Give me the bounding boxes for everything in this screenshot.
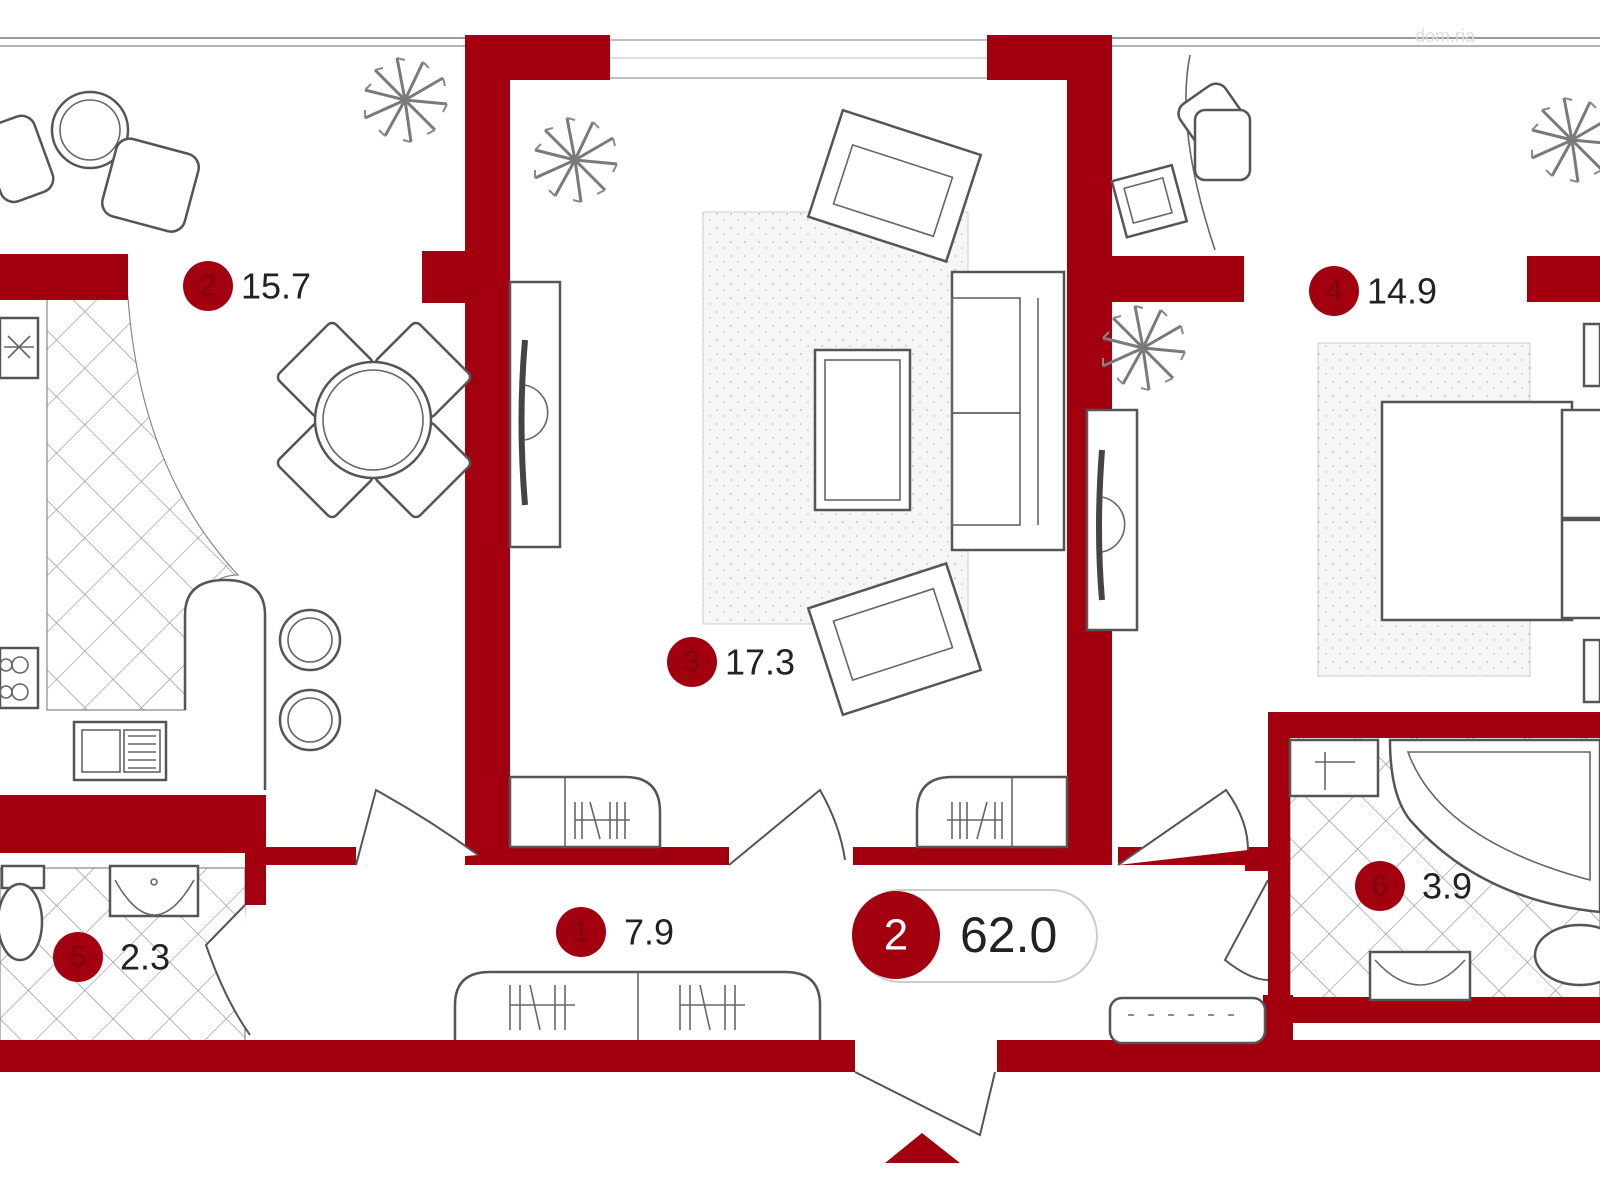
wc-furniture: [0, 864, 200, 962]
total-area-badge: 2 62.0: [852, 889, 1098, 983]
room-label-3: 3 17.3: [667, 637, 795, 687]
room-area: 3.9: [1422, 866, 1472, 907]
exterior-lines: [0, 37, 1600, 79]
room-area: 7.9: [624, 912, 674, 953]
room-number: 4: [1326, 275, 1343, 308]
room-number: 1: [573, 916, 590, 949]
room-area: 2.3: [120, 937, 170, 978]
door-swings: [204, 788, 1269, 1137]
room-label-6: 6 3.9: [1355, 861, 1472, 911]
living-room-furniture: [508, 108, 1069, 849]
room-area: 15.7: [241, 266, 311, 307]
room-label-2: 2 15.7: [183, 261, 311, 311]
room-number: 5: [70, 941, 87, 974]
room-number: 3: [684, 646, 701, 679]
room-label-4: 4 14.9: [1309, 266, 1437, 316]
rooms-count: 2: [884, 911, 908, 960]
walls: [0, 35, 1600, 1072]
kitchen-furniture: [0, 56, 472, 790]
hallway-wardrobe: [453, 970, 822, 1040]
room-area: 17.3: [725, 642, 795, 683]
bathroom-furniture: [1108, 738, 1600, 1045]
triangle-up-icon: [885, 1133, 960, 1163]
watermark: dom.ria: [1415, 26, 1476, 46]
room-label-1: 1 7.9: [556, 907, 674, 957]
room-label-5: 5 2.3: [53, 932, 170, 982]
room-number: 6: [1372, 870, 1389, 903]
total-area: 62.0: [960, 907, 1057, 963]
room-number: 2: [200, 270, 217, 303]
room-area: 14.9: [1367, 271, 1437, 312]
bedroom-furniture: [1085, 54, 1600, 704]
